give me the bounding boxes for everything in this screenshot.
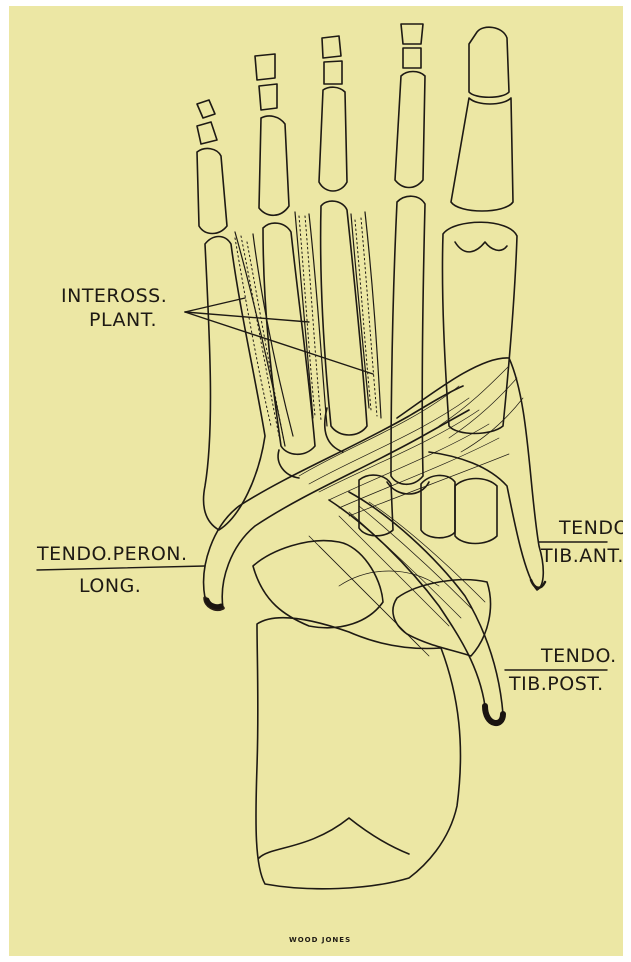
artist-signature: WOOD JONES — [289, 930, 351, 950]
toe-3 — [319, 36, 347, 191]
label-tendo-ant: TENDO — [559, 518, 623, 538]
anatomical-plate: INTEROSS. PLANT. TENDO.PERON. LONG. TEND… — [9, 6, 623, 956]
tendo-peron-long — [204, 386, 469, 609]
metatarsal-3 — [321, 201, 367, 452]
label-long: LONG. — [79, 576, 141, 596]
calcaneus — [256, 618, 461, 889]
toe-5 — [197, 100, 227, 234]
inteross-pointers — [185, 298, 373, 374]
toe-4 — [255, 54, 289, 215]
label-inteross: INTEROSS. — [61, 286, 167, 306]
toe-1 — [451, 27, 513, 211]
navicular — [393, 580, 491, 656]
label-tendo-post: TENDO. — [541, 646, 617, 666]
foot-drawing — [9, 6, 623, 956]
toe-2 — [395, 24, 425, 188]
metatarsal-5 — [204, 237, 265, 531]
metatarsal-1 — [442, 222, 517, 433]
label-plant: PLANT. — [89, 310, 157, 330]
label-tib-ant: TIB.ANT. — [541, 546, 623, 566]
cuboid — [253, 541, 383, 628]
tendo-tib-post — [329, 492, 503, 723]
label-tib-post: TIB.POST. — [509, 674, 604, 694]
label-tendo-peron: TENDO.PERON. — [37, 544, 188, 564]
